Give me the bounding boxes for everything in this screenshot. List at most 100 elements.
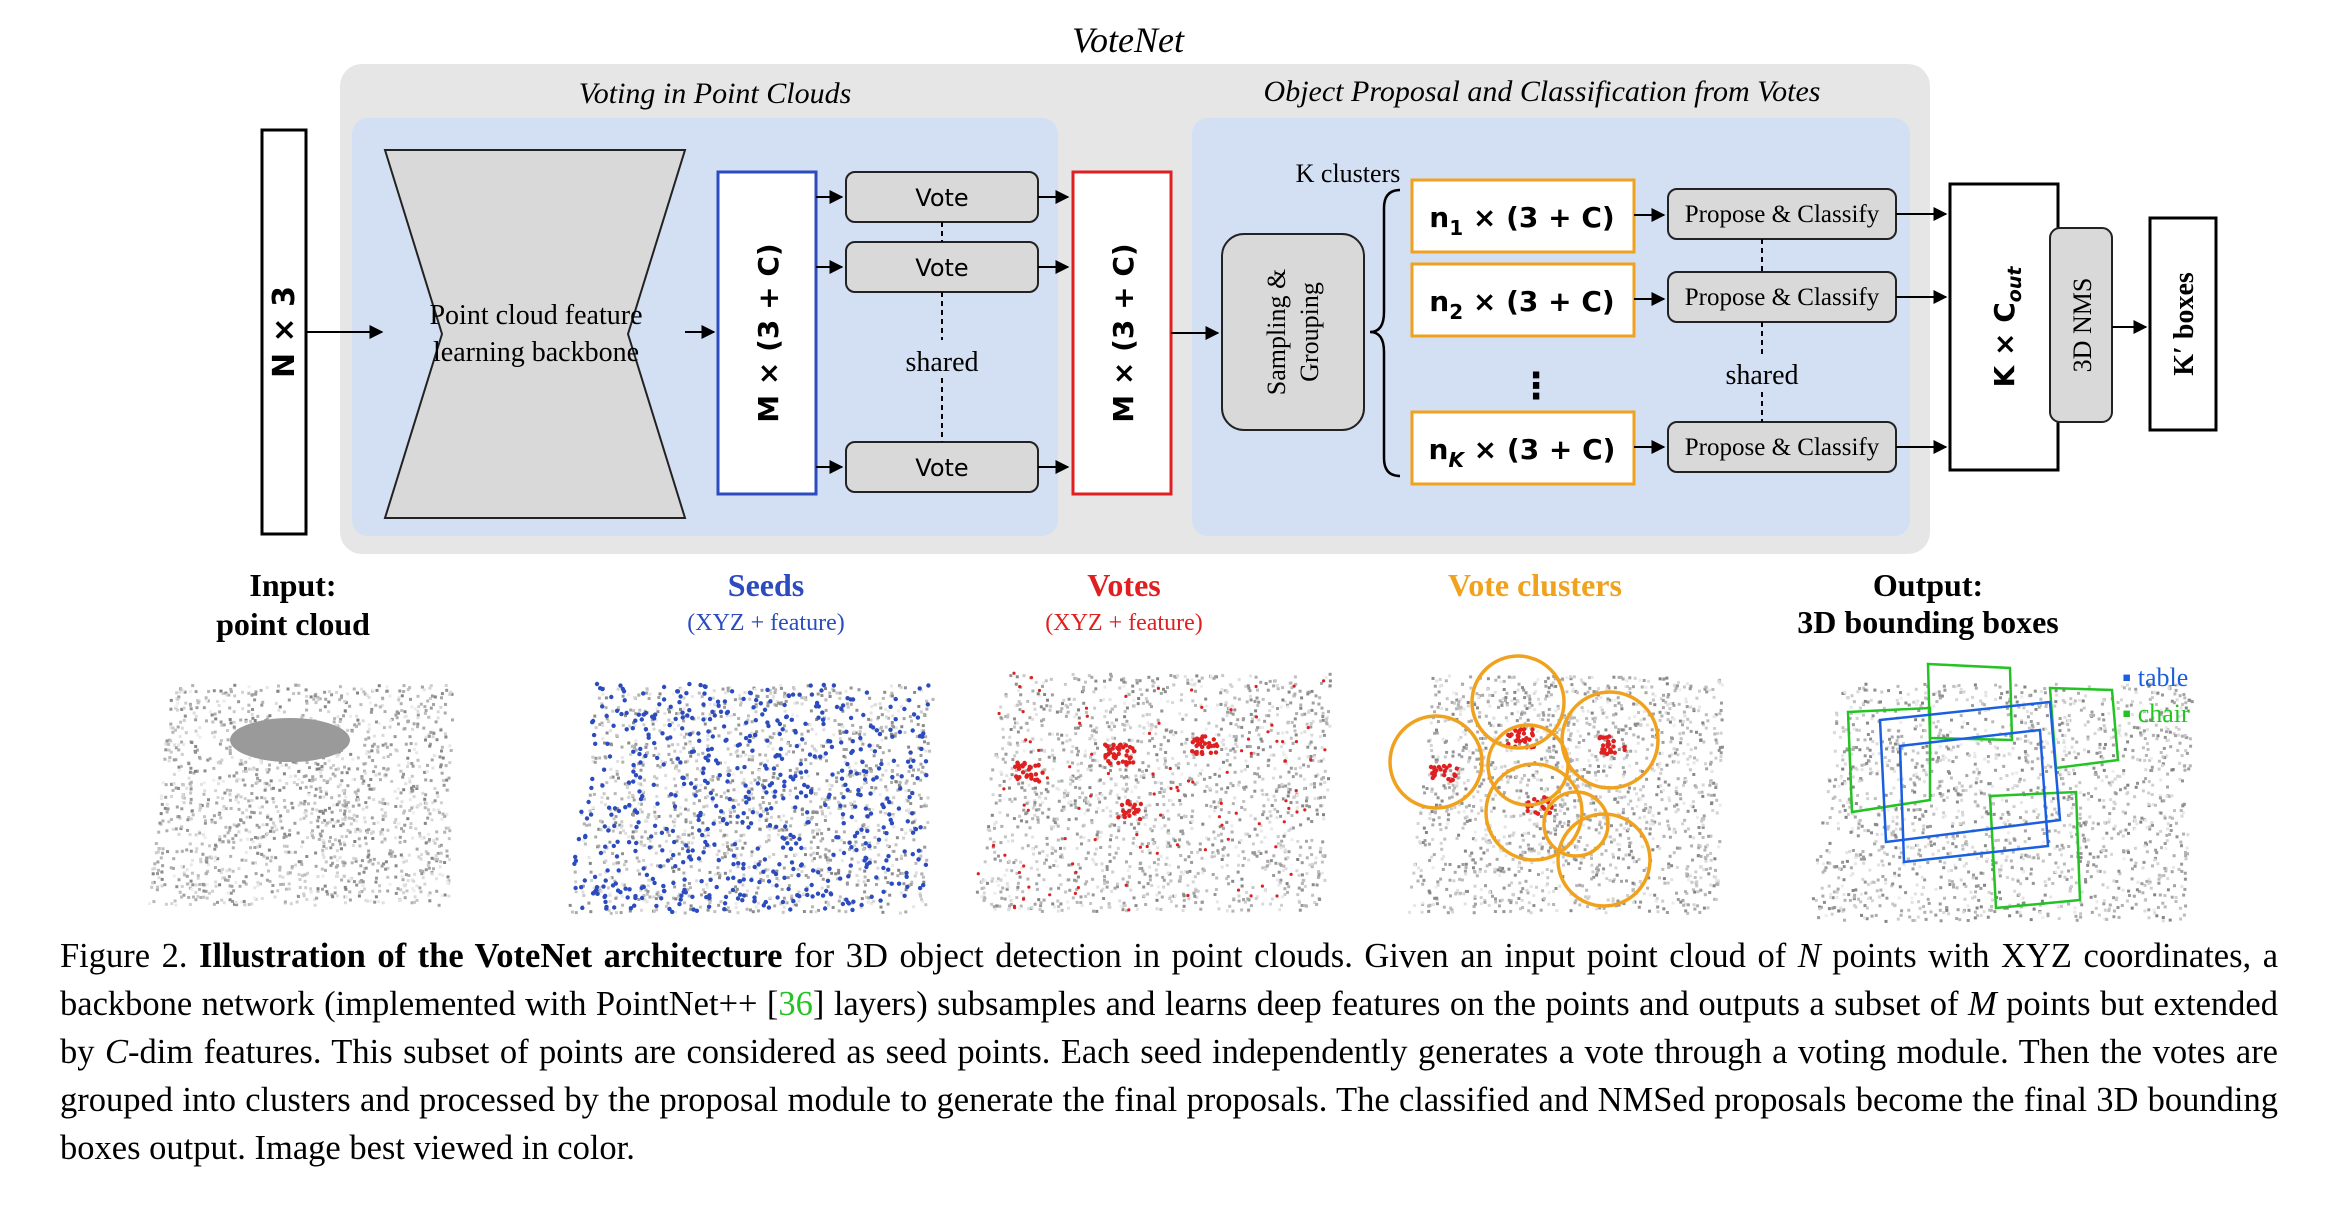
point-cloud-point bbox=[1295, 869, 1299, 873]
point-marker bbox=[910, 852, 915, 857]
point-cloud-point bbox=[383, 837, 387, 841]
point-cloud-point bbox=[809, 853, 813, 857]
point-cloud-point bbox=[357, 894, 361, 898]
point-cloud-point bbox=[363, 743, 367, 747]
point-cloud-point bbox=[364, 801, 368, 805]
point-marker bbox=[594, 885, 600, 890]
point-marker bbox=[613, 881, 618, 886]
point-cloud-point bbox=[251, 840, 255, 844]
point-cloud-point bbox=[390, 779, 394, 783]
votes-panel-title: Votes bbox=[1087, 567, 1160, 603]
point-cloud-point bbox=[1090, 735, 1094, 739]
point-cloud-point bbox=[1298, 900, 1301, 904]
point-cloud-point bbox=[1185, 737, 1189, 741]
point-marker bbox=[639, 885, 644, 891]
point-cloud-point bbox=[1115, 793, 1119, 797]
point-cloud-point bbox=[259, 882, 263, 886]
point-cloud-point bbox=[931, 697, 935, 701]
point-marker bbox=[917, 885, 923, 891]
point-cloud-point bbox=[403, 823, 407, 827]
point-cloud-point bbox=[806, 875, 810, 879]
point-cloud-point bbox=[424, 793, 428, 797]
point-cloud-point bbox=[187, 816, 191, 819]
point-cloud-point bbox=[675, 712, 679, 716]
point-cloud-point bbox=[861, 843, 865, 847]
point-cloud-point bbox=[1328, 679, 1332, 683]
point-marker bbox=[885, 796, 890, 801]
point-cloud-point bbox=[380, 808, 384, 812]
point-cloud-point bbox=[1166, 882, 1170, 886]
point-cloud-point bbox=[689, 904, 693, 908]
point-cloud-point bbox=[634, 739, 638, 743]
point-cloud-point bbox=[439, 763, 443, 767]
point-cloud-point bbox=[423, 705, 427, 709]
point-cloud-point bbox=[355, 814, 359, 818]
point-cloud-point bbox=[999, 841, 1003, 845]
point-cloud-point bbox=[726, 789, 730, 793]
point-cloud-point bbox=[1123, 904, 1127, 908]
point-cloud-point bbox=[1038, 803, 1042, 807]
point-cloud-point bbox=[182, 796, 186, 800]
point-cloud-point bbox=[705, 804, 709, 808]
point-cloud-point bbox=[344, 887, 348, 891]
point-marker bbox=[698, 682, 703, 688]
point-cloud-point bbox=[673, 818, 677, 821]
point-marker bbox=[891, 758, 897, 763]
point-marker bbox=[752, 732, 758, 737]
point-cloud-point bbox=[588, 861, 592, 865]
point-cloud-point bbox=[814, 732, 818, 736]
point-cloud-point bbox=[644, 865, 648, 869]
point-cloud-point bbox=[819, 874, 823, 877]
point-cloud-point bbox=[227, 693, 231, 697]
point-cloud-point bbox=[273, 895, 277, 899]
point-cloud-point bbox=[634, 829, 638, 833]
point-marker bbox=[659, 830, 665, 835]
point-marker bbox=[784, 714, 789, 719]
point-cloud-point bbox=[219, 720, 223, 724]
point-cloud-point bbox=[779, 701, 783, 705]
point-cloud-point bbox=[346, 728, 350, 732]
point-cloud-point bbox=[1234, 723, 1238, 727]
point-cloud-point bbox=[196, 733, 200, 737]
point-cloud-point bbox=[368, 858, 372, 862]
point-cloud-point bbox=[1243, 787, 1246, 791]
point-cloud-point bbox=[793, 809, 797, 813]
point-cloud-point bbox=[631, 812, 634, 816]
point-cloud-point bbox=[1115, 812, 1119, 816]
point-cloud-point bbox=[327, 700, 331, 704]
point-cloud-point bbox=[375, 720, 378, 724]
point-cloud-point bbox=[886, 902, 890, 906]
point-cloud-point bbox=[1310, 708, 1314, 712]
point-cloud-point bbox=[717, 734, 721, 738]
point-marker bbox=[639, 895, 645, 901]
point-cloud-point bbox=[234, 795, 238, 799]
point-marker bbox=[827, 866, 832, 871]
point-marker bbox=[655, 755, 660, 761]
point-cloud-point bbox=[1325, 717, 1329, 721]
point-cloud-point bbox=[1056, 838, 1060, 842]
point-cloud-point bbox=[646, 729, 650, 733]
point-cloud-point bbox=[1231, 909, 1235, 913]
point-cloud-point bbox=[202, 889, 206, 893]
point-cloud-point bbox=[336, 715, 340, 719]
point-cloud-point bbox=[1154, 818, 1158, 822]
point-cloud-point bbox=[372, 822, 376, 825]
point-cloud-point bbox=[980, 887, 984, 890]
point-cloud-point bbox=[362, 690, 366, 694]
point-cloud-point bbox=[351, 757, 355, 761]
point-cloud-point bbox=[1224, 747, 1228, 751]
point-cloud-point bbox=[1180, 693, 1184, 697]
point-marker bbox=[798, 790, 804, 795]
point-cloud-point bbox=[1057, 905, 1061, 909]
point-cloud-point bbox=[1230, 824, 1234, 828]
point-cloud-point bbox=[241, 778, 245, 782]
point-cloud-point bbox=[647, 697, 651, 700]
point-cloud-point bbox=[285, 782, 289, 785]
point-marker bbox=[634, 824, 639, 830]
point-cloud-point bbox=[222, 699, 226, 703]
point-marker bbox=[864, 769, 869, 774]
point-cloud-point bbox=[229, 687, 233, 691]
point-cloud-point bbox=[751, 910, 755, 914]
point-marker bbox=[600, 704, 605, 709]
point-marker bbox=[724, 821, 730, 826]
